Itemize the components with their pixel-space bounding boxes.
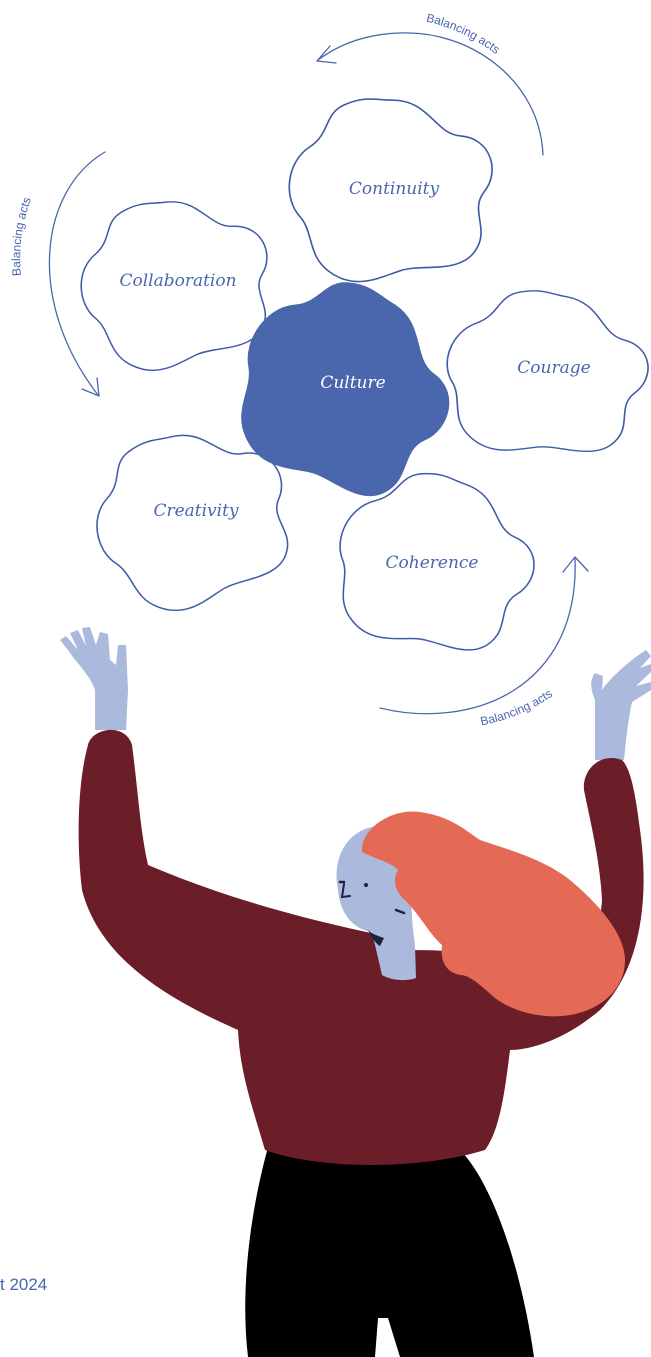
hair [361,811,625,1017]
coherence-label: Coherence [386,553,479,573]
juggling-person-illustration [60,627,651,1357]
balancing-acts-bottom-label: Balancing acts [479,686,555,728]
collaboration-label: Collaboration [119,271,236,291]
mouth-icon [394,908,406,915]
creativity-label: Creativity [153,501,238,521]
balancing-acts-top-label: Balancing acts [425,11,503,57]
right-hand-icon [591,650,651,760]
footer-text: t 2024 [0,1275,47,1294]
collar [368,930,384,946]
balancing-acts-left-label: Balancing acts [9,195,34,276]
culture-label: Culture [320,373,385,393]
nose-icon [340,883,351,899]
continuity-label: Continuity [349,179,440,199]
curved-arrow-icon [48,32,589,715]
eye-icon-2 [364,883,368,887]
courage-label: Courage [517,358,590,378]
left-hand-icon [60,627,128,730]
sweater [78,729,644,1165]
pants [245,1140,534,1357]
